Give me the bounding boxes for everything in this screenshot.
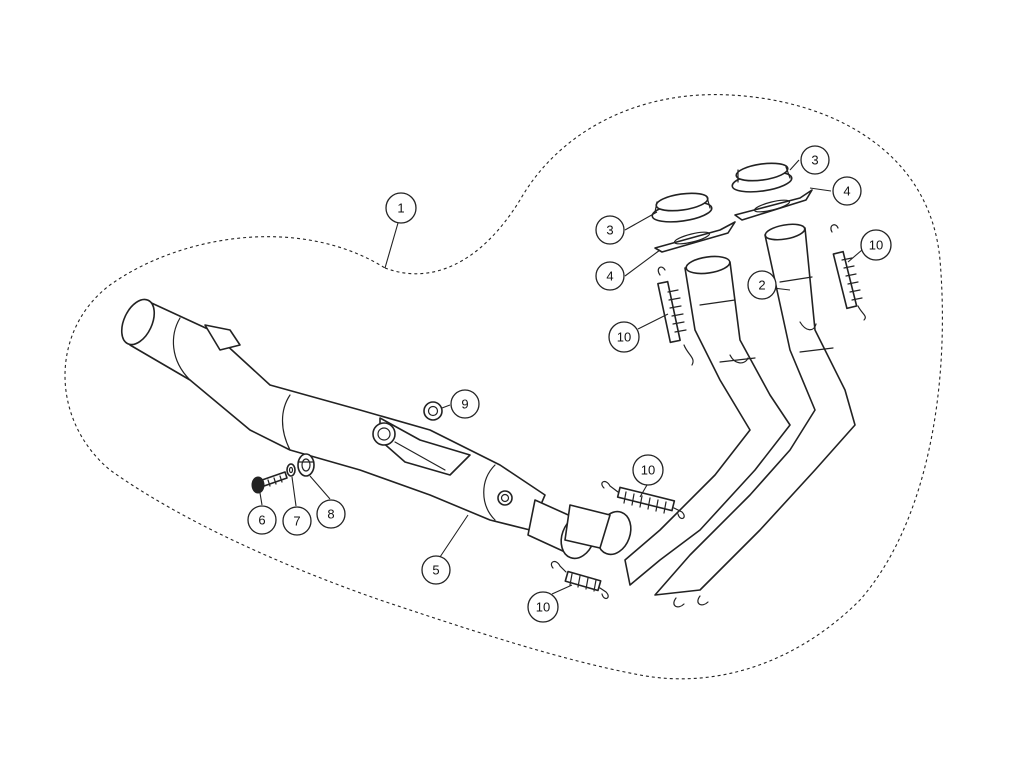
callout-10-left-label: 10 bbox=[617, 330, 631, 345]
callout-5-label: 5 bbox=[432, 563, 439, 578]
callout-7-label: 7 bbox=[293, 514, 300, 529]
callout-10-right: 10 bbox=[860, 229, 892, 261]
washer bbox=[286, 463, 296, 477]
callout-6-label: 6 bbox=[258, 513, 265, 528]
callout-1: 1 bbox=[385, 192, 417, 224]
callout-3-lower: 3 bbox=[595, 215, 625, 245]
gasket-upper bbox=[731, 162, 793, 193]
callout-7: 7 bbox=[282, 506, 312, 536]
callout-10-middle: 10 bbox=[632, 454, 664, 486]
collar bbox=[423, 401, 443, 421]
callout-5: 5 bbox=[421, 555, 451, 585]
callout-3-lower-label: 3 bbox=[606, 223, 613, 238]
callout-3-upper-label: 3 bbox=[811, 153, 818, 168]
callout-9-label: 9 bbox=[461, 397, 468, 412]
callout-6: 6 bbox=[247, 505, 277, 535]
callout-4-lower: 4 bbox=[595, 261, 625, 291]
callout-10-bottom: 10 bbox=[527, 591, 559, 623]
flange-upper bbox=[734, 189, 813, 221]
callout-10-right-label: 10 bbox=[869, 238, 883, 253]
callout-10-bottom-label: 10 bbox=[536, 600, 550, 615]
callout-2: 2 bbox=[747, 270, 777, 300]
bolt bbox=[251, 471, 288, 494]
header-pipes bbox=[624, 223, 856, 608]
callout-1-label: 1 bbox=[397, 201, 404, 216]
spring-right bbox=[830, 224, 866, 321]
callout-4-lower-label: 4 bbox=[606, 269, 613, 284]
callout-4-upper: 4 bbox=[832, 176, 862, 206]
callout-8: 8 bbox=[316, 499, 346, 529]
callout-2-label: 2 bbox=[758, 278, 765, 293]
callout-10-left: 10 bbox=[608, 321, 640, 353]
callout-8-label: 8 bbox=[327, 507, 334, 522]
gasket-lower bbox=[651, 192, 713, 223]
callout-10-middle-label: 10 bbox=[641, 463, 655, 478]
spring-left bbox=[657, 266, 694, 366]
spring-bottom bbox=[550, 560, 609, 600]
spring-middle bbox=[601, 480, 685, 520]
assembly-boundary bbox=[64, 94, 943, 680]
callout-3-upper: 3 bbox=[800, 145, 830, 175]
link-pipe bbox=[120, 298, 632, 560]
rubber-damper bbox=[297, 453, 315, 477]
callout-9: 9 bbox=[450, 389, 480, 419]
flange-lower bbox=[654, 221, 736, 253]
callout-4-upper-label: 4 bbox=[843, 184, 850, 199]
